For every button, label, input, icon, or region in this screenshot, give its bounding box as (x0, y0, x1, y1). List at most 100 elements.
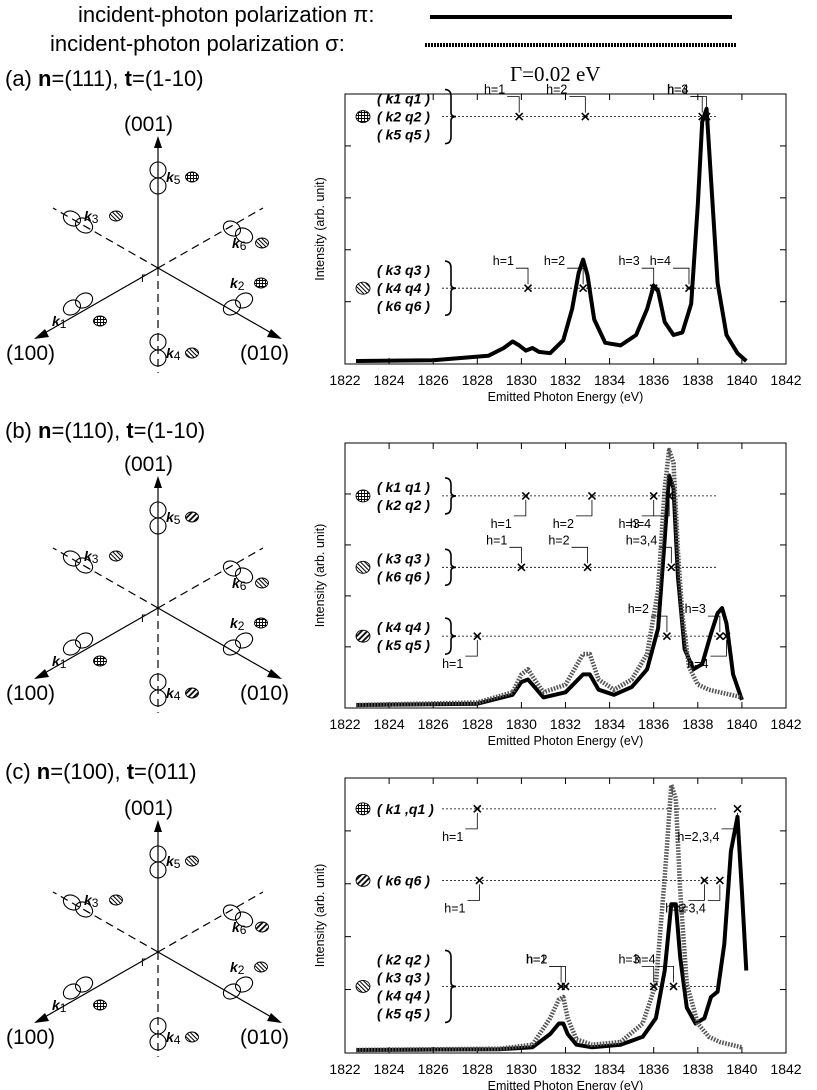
k-point-pair: k5 (149, 501, 199, 535)
mark-h-label: h=3,4 (626, 533, 658, 547)
mark-h-label: h=3,4 (674, 901, 706, 915)
k-point-pair: k6 (222, 560, 269, 593)
transition-mark: h=1 (442, 804, 482, 844)
mark-leader-line (688, 884, 705, 901)
legend-pi-label: incident-photon polarization π: (78, 2, 375, 27)
diag-hatch-icon (254, 961, 268, 973)
k-label: k6 (232, 919, 247, 937)
diag-hatch-icon (109, 550, 123, 562)
mark-leader-line (690, 96, 703, 113)
k-ellipse (222, 904, 242, 921)
panel-tag: (c) (5, 759, 31, 784)
x-tick-label: 1830 (506, 1061, 537, 1077)
transition-mark: h=2 (526, 952, 570, 991)
gamma-point-label: Γ (141, 957, 147, 969)
group-kq-label: ( k2 q2 ) (377, 497, 430, 513)
n-value: (100) (63, 759, 115, 784)
cross-marker-icon (662, 632, 671, 641)
x-tick-label: 1830 (506, 716, 537, 732)
k-ellipse (234, 567, 254, 584)
series-pi-line (355, 473, 744, 707)
cross-marker-icon (583, 563, 592, 572)
mark-h-label: h=4 (634, 952, 655, 966)
k-ellipse (149, 861, 167, 879)
mark-h-label: h=4 (687, 657, 708, 671)
x-tick-label: 1824 (374, 1061, 405, 1077)
x-tick-label: 1838 (682, 372, 713, 388)
k-label: k6 (232, 235, 247, 253)
diag-hatch-icon (355, 560, 371, 574)
mark-leader-line (707, 884, 721, 901)
group-kq-label: ( k6 q6 ) (377, 298, 430, 314)
cross-marker-icon (649, 982, 658, 991)
cross-marker-icon (515, 112, 524, 121)
x-tick-label: 1832 (550, 1061, 581, 1077)
transition-mark: h=2,3,4 (677, 804, 742, 844)
cross-marker-icon (715, 876, 724, 885)
t-symbol: t (126, 759, 135, 784)
cross-marker-icon (667, 563, 676, 572)
cross-marker-icon (649, 284, 658, 293)
mark-leader-line (465, 640, 478, 657)
group-kq-label: ( k1 ,q1 ) (377, 801, 434, 817)
k-ellipse (62, 299, 82, 316)
k-point-pair: k2 (222, 275, 268, 316)
mark-leader-line (690, 96, 708, 113)
cross-marker-icon (649, 491, 658, 500)
slash-hatch-icon (355, 629, 371, 643)
transition-mark: h=2 (553, 491, 597, 531)
diag-hatch-icon (185, 855, 199, 867)
panel-a-title: (a) n=(111), t=(1-10) (5, 66, 204, 92)
x-tick-label: 1836 (638, 372, 669, 388)
diag-hatch-icon (255, 237, 269, 249)
t-equals: = (133, 418, 147, 443)
transition-mark: h=2 (548, 533, 592, 572)
x-axis-label: Emitted Photon Energy (eV) (488, 1079, 644, 1090)
mark-h-label: h=2 (665, 901, 686, 915)
k-label: k5 (166, 509, 181, 527)
dashed-diagonal (157, 891, 264, 953)
n-symbol: n (38, 418, 52, 443)
k-ellipse (74, 901, 94, 918)
t-equals: = (131, 66, 145, 91)
x-tick-label: 1822 (329, 372, 360, 388)
mark-leader-line (549, 966, 562, 983)
k-point-pair: k4 (149, 673, 199, 707)
mark-h-label: h=3 (685, 602, 706, 616)
x-tick-label: 1838 (682, 716, 713, 732)
mark-h-label: h=4 (650, 254, 671, 268)
slash-hatch-icon (185, 687, 199, 699)
y-axis-label: Intensity (arb. unit) (313, 177, 327, 281)
mark-leader-line (710, 640, 727, 657)
x-tick-label: 1822 (329, 1061, 360, 1077)
transition-mark: h=3,4 (674, 876, 724, 915)
t-equals: = (134, 759, 147, 784)
separator: , (112, 66, 125, 91)
k-point-pair: k3 (62, 208, 123, 234)
k-ellipse (74, 632, 94, 649)
n-value: (110) (64, 418, 115, 443)
mark-h-label: h=2 (553, 517, 574, 531)
mark-h-label: h=2 (628, 602, 649, 616)
cross-marker-icon (665, 491, 674, 500)
axis-010-line (157, 607, 281, 679)
mark-leader-line (672, 267, 690, 285)
k-ellipse (234, 632, 254, 649)
transition-mark: h=2 (665, 876, 709, 915)
y-axis-label: Intensity (arb. unit) (313, 864, 327, 968)
gamma-point-label: Γ (141, 613, 147, 625)
cross-marker-icon (581, 112, 590, 121)
t-symbol: t (126, 418, 134, 443)
x-tick-label: 1828 (462, 1061, 493, 1077)
cross-hatch-icon (355, 489, 371, 503)
cross-marker-icon (587, 491, 597, 500)
mark-h-label: h=1 (526, 952, 547, 966)
k-label: k2 (230, 275, 245, 293)
axis-100-line (35, 951, 159, 1023)
group-kq-label: ( k5 q5 ) (377, 127, 430, 143)
transition-mark: h=2 (628, 602, 671, 641)
